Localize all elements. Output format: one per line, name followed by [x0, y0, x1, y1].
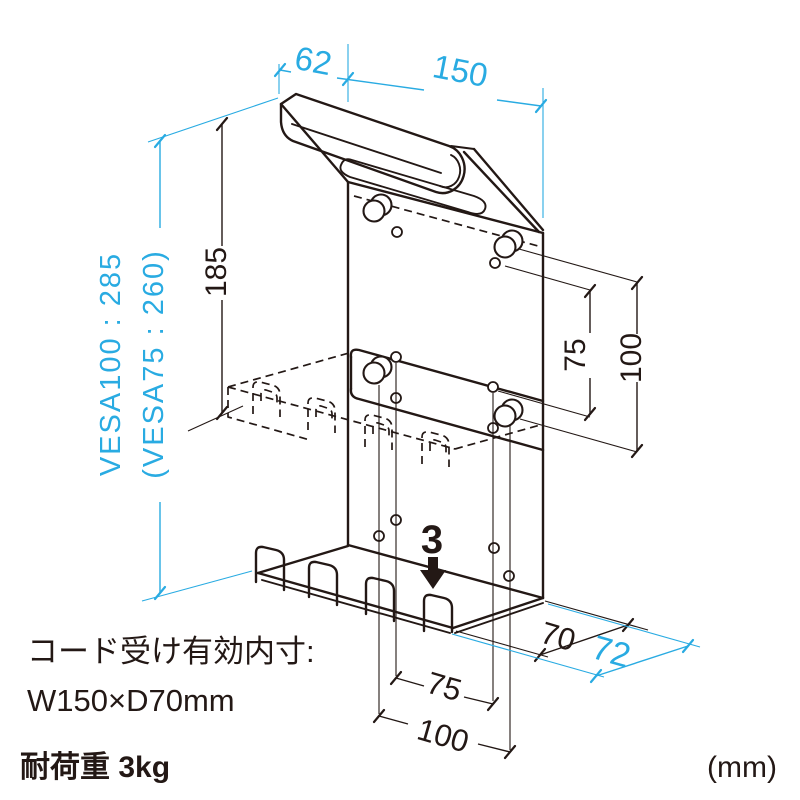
- ext-hole-top: [504, 265, 591, 291]
- notes: コード受け有効内寸: W150×D70mm 耐荷重 3kg (mm): [20, 634, 777, 784]
- dim-top: 62 150: [273, 39, 548, 218]
- dim-label-100-right: 100: [615, 333, 648, 383]
- peg-face-mid-right: [493, 404, 517, 428]
- phantom-hook-3: [364, 414, 393, 450]
- phantom-hook-1: [252, 381, 281, 417]
- dim-label-62: 62: [292, 39, 335, 82]
- top-pegs: [362, 193, 524, 269]
- middle-band: [349, 348, 545, 452]
- shelf-left-end: [256, 544, 350, 575]
- tick: [503, 744, 517, 760]
- shelf-hook-2: [307, 560, 339, 607]
- tick: [215, 405, 229, 421]
- handle-bracket-right-fold-outer: [472, 147, 545, 232]
- hole-mid-left-upper: [390, 351, 402, 363]
- phantom-left-face: [227, 387, 311, 441]
- phantom-depth-right: [454, 424, 541, 450]
- dim-label-vesa75: (VESA75 : 260): [138, 249, 170, 479]
- tick: [153, 133, 167, 149]
- tick: [533, 647, 547, 663]
- ext-depth-back-inner: [544, 600, 649, 631]
- ext-peg-mid: [519, 418, 638, 453]
- band-top-edge: [349, 348, 545, 403]
- gap-indicator: 3: [420, 518, 446, 589]
- dim-label-75-right: 75: [559, 338, 592, 371]
- shelf-hook-1: [254, 545, 286, 592]
- ext-tip-diagonal: [147, 97, 279, 143]
- hole-top-left: [391, 226, 403, 238]
- hole-bottom-right-upper: [488, 542, 500, 554]
- down-arrow-icon: [420, 557, 446, 589]
- phantom-hook-4: [421, 431, 450, 467]
- dim-label-vesa100: VESA100 : 285: [95, 252, 127, 476]
- handle-bracket-right-fold-inner: [462, 150, 541, 234]
- handle: [279, 92, 545, 234]
- phantom-shelf: [227, 352, 541, 467]
- tick: [681, 638, 695, 654]
- shelf-right-end: [451, 596, 545, 630]
- shelf-right-thickness: [454, 602, 544, 634]
- ext-phantom-corner-diagonal: [187, 405, 244, 432]
- ext-depth-front-outer: [451, 633, 605, 678]
- dim-left: VESA100 : 285 (VESA75 : 260) 185: [95, 97, 279, 602]
- dim-line-100-bottom: [378, 715, 511, 753]
- tick: [341, 71, 355, 87]
- ext-shelf-diagonal: [141, 570, 253, 602]
- tick: [153, 585, 167, 601]
- tick: [215, 116, 229, 132]
- tick: [630, 443, 644, 459]
- shelf-front-edge: [256, 571, 455, 630]
- phantom-depth-left: [227, 352, 350, 388]
- tick: [534, 98, 548, 114]
- cord-note-line1: コード受け有効内寸:: [27, 634, 315, 669]
- extension-lines: [378, 363, 511, 750]
- load-capacity-label: 耐荷重 3kg: [20, 751, 170, 784]
- dim-label-slot-gap: 3: [421, 518, 443, 562]
- tick: [630, 275, 644, 291]
- peg-face-top-left: [362, 199, 386, 223]
- dim-line-72: [595, 645, 689, 677]
- dim-line-top: [279, 69, 542, 107]
- tick: [389, 670, 403, 686]
- handle-tube-outline: [279, 92, 466, 195]
- ext-depth-back-outer: [547, 603, 701, 648]
- shelf-front-thickness: [261, 579, 451, 634]
- dim-line-70: [539, 624, 629, 656]
- dim-label-185: 185: [200, 247, 233, 297]
- band-bottom-edge: [349, 387, 545, 452]
- shelf-hook-4: [422, 593, 454, 634]
- plate-top-edge: [346, 180, 545, 235]
- hole-mid-right-upper: [487, 381, 499, 393]
- handle-tube-seam: [291, 123, 442, 174]
- ext-peg-top: [518, 248, 638, 283]
- peg-face-mid-left: [362, 361, 386, 385]
- handle-bracket-top-connector: [450, 145, 475, 150]
- handle-grip-slot: [339, 158, 487, 215]
- phantom-front-edge: [227, 386, 456, 450]
- tick: [583, 406, 597, 422]
- unit-label: (mm): [707, 751, 777, 784]
- handle-bracket-left-edge: [279, 102, 350, 184]
- cord-note-line2: W150×D70mm: [27, 683, 235, 718]
- bottom-shelf: [254, 514, 545, 634]
- tick: [273, 62, 287, 78]
- tick: [589, 668, 603, 684]
- tick: [372, 708, 386, 724]
- tick: [583, 283, 597, 299]
- tick: [621, 617, 635, 633]
- dim-line-75-bottom: [395, 677, 494, 705]
- ext-hole-mid: [497, 390, 591, 418]
- hole-bottom-right-lower: [503, 570, 515, 582]
- tick: [486, 696, 500, 712]
- dim-right: 75 100: [497, 248, 648, 459]
- ext-depth-front-inner: [455, 630, 549, 658]
- hole-top-right: [489, 257, 501, 269]
- phantom-hook-2: [307, 397, 336, 433]
- peg-face-top-right: [493, 235, 517, 259]
